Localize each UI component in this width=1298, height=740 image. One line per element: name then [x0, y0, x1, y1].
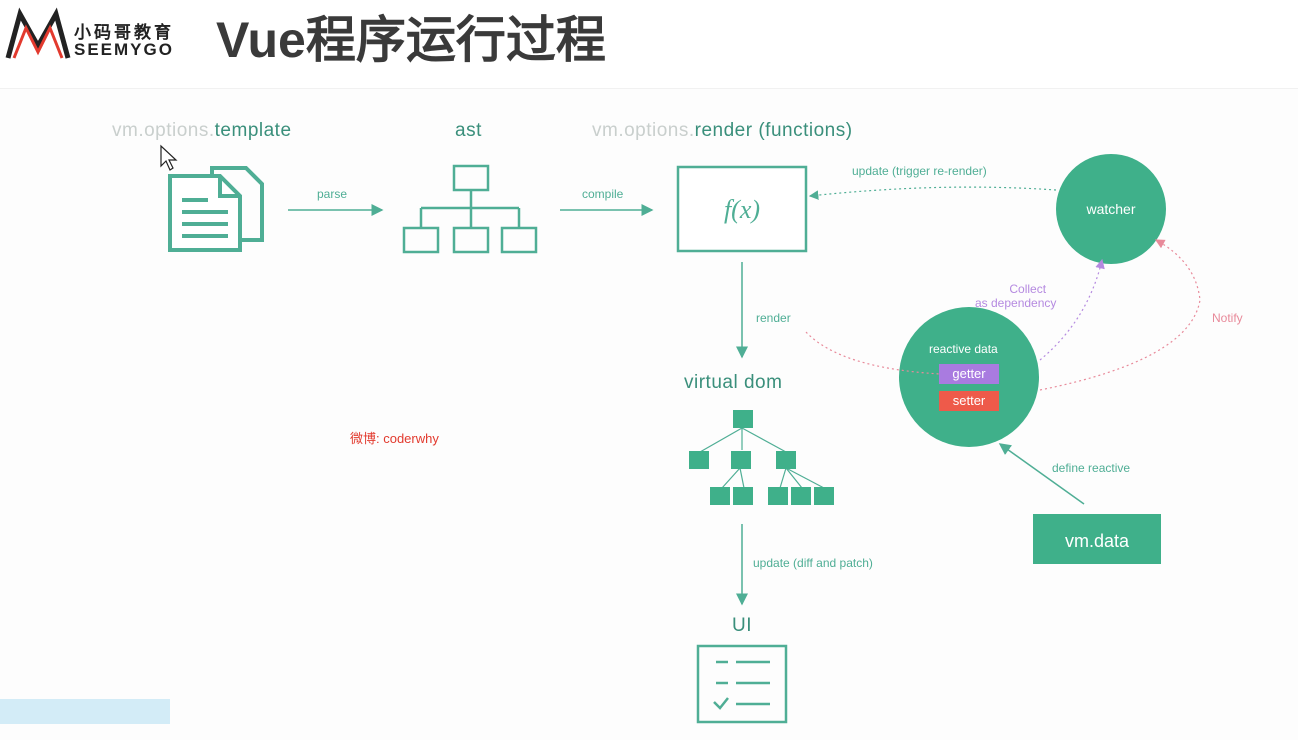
ast-heading: ast [455, 120, 482, 141]
render-label: render (functions) [694, 120, 853, 141]
fx-label: f(x) [724, 195, 760, 224]
render-heading: vm.options.render (functions) [592, 120, 853, 142]
ui-checklist-icon [696, 644, 788, 724]
brand-name-cn: 小码哥教育 [74, 23, 174, 42]
collect-line-1: Collect [1009, 282, 1047, 296]
template-label: template [214, 120, 292, 141]
update-diff-label: update (diff and patch) [753, 556, 873, 570]
virtual-dom-tree-icon [689, 410, 834, 505]
template-prefix: vm.options. [112, 120, 215, 141]
render-function-box [676, 165, 808, 253]
ast-tree-icon [402, 164, 538, 254]
watcher-circle [1056, 154, 1166, 264]
ui-heading: UI [732, 615, 752, 636]
collect-dependency-label: Collect as dependency [975, 282, 1056, 310]
render-edge-label: render [756, 311, 791, 325]
getter-tag: getter [939, 364, 999, 384]
notify-arrow [1039, 239, 1201, 391]
vm-data-box [1033, 514, 1161, 564]
define-reactive-arrow [998, 443, 1085, 505]
seemygo-logo-icon [5, 7, 71, 59]
watcher-label: watcher [1085, 201, 1135, 217]
brand-name-en: SEEMYGO [74, 40, 174, 59]
render-prefix: vm.options. [592, 120, 695, 141]
virtual-dom-heading: virtual dom [684, 372, 783, 393]
template-heading: vm.options.template [112, 120, 292, 142]
template-document-icon [168, 166, 264, 252]
collect-dependency-arrow [1039, 258, 1105, 361]
render-dependency-arrow [805, 331, 941, 375]
page-title: Vue程序运行过程 [216, 12, 606, 68]
header-bar: 小码哥教育 SEEMYGO Vue程序运行过程 [0, 0, 1298, 89]
setter-tag: setter [939, 391, 999, 411]
compile-label: compile [582, 187, 624, 201]
update-trigger-arrow [808, 186, 1057, 200]
notify-label: Notify [1212, 311, 1243, 325]
reactive-data-label: reactive data [929, 342, 998, 356]
collect-line-2: as dependency [975, 296, 1057, 310]
define-reactive-label: define reactive [1052, 461, 1131, 475]
bottom-left-strip [0, 699, 170, 724]
update-trigger-label: update (trigger re-render) [852, 164, 987, 178]
vm-data-label: vm.data [1065, 531, 1130, 551]
parse-label: parse [317, 187, 348, 201]
weibo-watermark: 微博: coderwhy [350, 431, 439, 446]
mouse-cursor-icon [160, 144, 178, 171]
